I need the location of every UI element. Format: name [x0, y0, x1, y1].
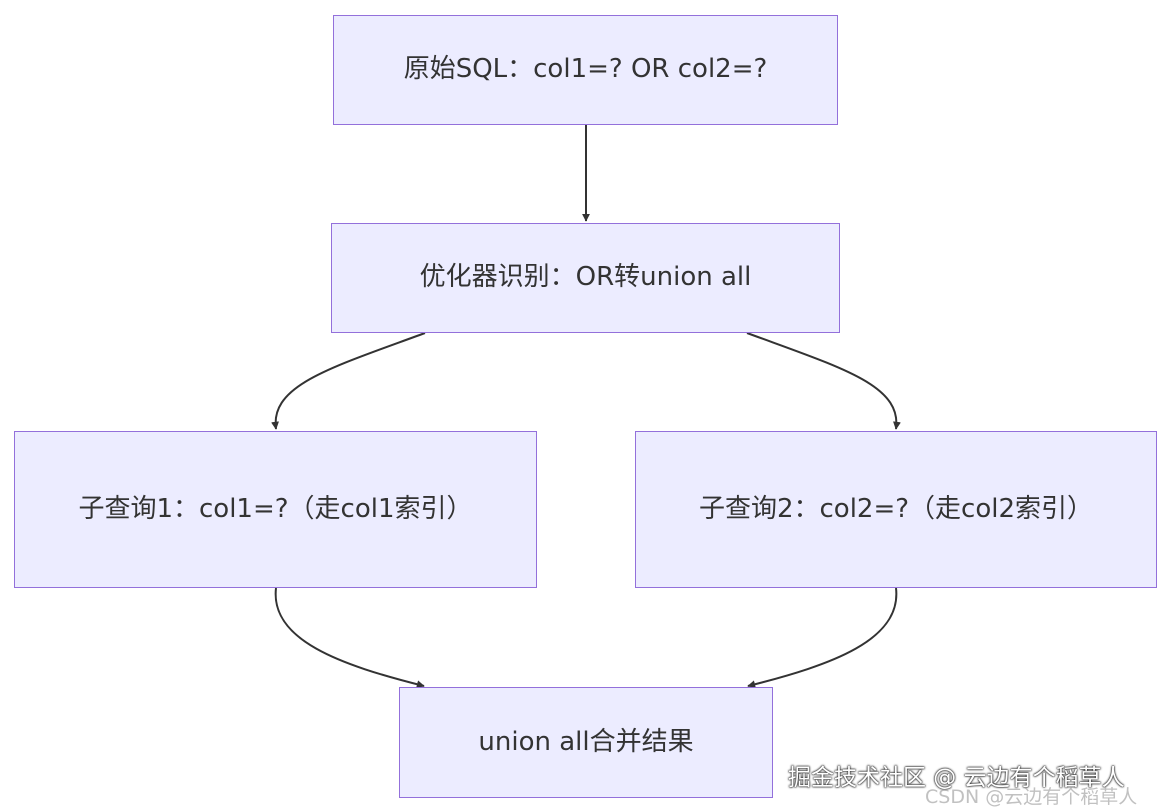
- node-optimizer-label: 优化器识别：OR转union all: [419, 262, 752, 293]
- node-subquery-2: 子查询2：col2=?（走col2索引）: [635, 431, 1157, 588]
- juejin-watermark: 掘金技术社区 @ 云边有个稻草人: [788, 765, 1125, 791]
- node-subquery-2-label: 子查询2：col2=?（走col2索引）: [698, 493, 1094, 524]
- edge-optimizer-to-subquery-2: [746, 332, 901, 430]
- edge-subquery-2-to-result: [747, 587, 898, 689]
- node-optimizer: 优化器识别：OR转union all: [331, 223, 840, 333]
- node-subquery-1-label: 子查询1：col1=?（走col1索引）: [78, 493, 473, 524]
- node-subquery-1: 子查询1：col1=?（走col1索引）: [14, 431, 537, 588]
- edge-optimizer-to-subquery-1: [271, 332, 426, 430]
- node-union-all-result: union all合并结果: [399, 687, 773, 798]
- node-original-sql-label: 原始SQL：col1=? OR col2=?: [403, 54, 768, 85]
- node-union-all-result-label: union all合并结果: [478, 726, 694, 757]
- csdn-watermark: CSDN @云边有个稻草人: [925, 786, 1138, 808]
- node-original-sql: 原始SQL：col1=? OR col2=?: [333, 15, 838, 125]
- edge-subquery-1-to-result: [274, 587, 425, 689]
